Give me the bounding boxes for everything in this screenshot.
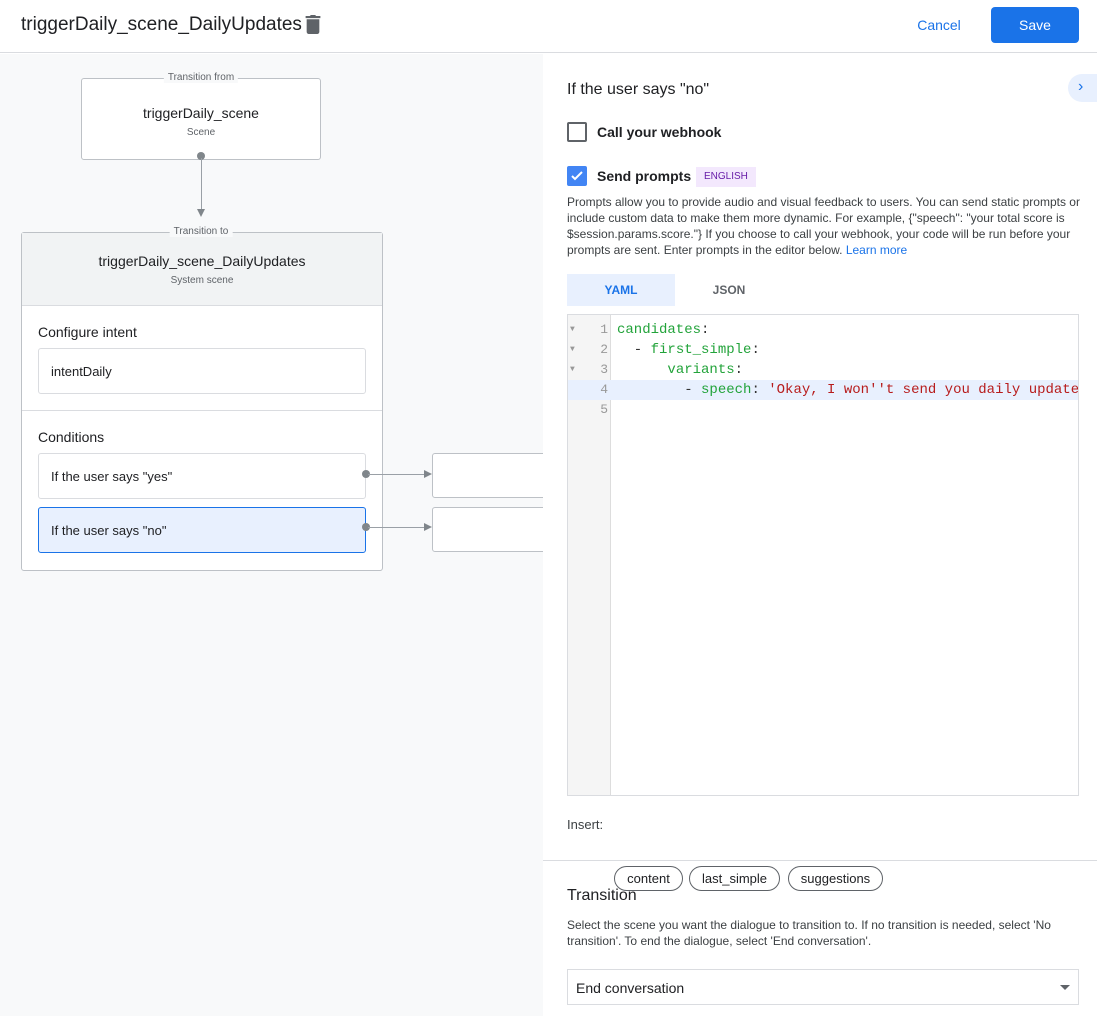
check-icon [571,171,583,181]
tab-yaml[interactable]: YAML [567,274,675,306]
arrow-right-icon [424,523,432,531]
arrow-down-icon [197,209,205,217]
transition-select[interactable]: End conversation [567,969,1079,1005]
intent-card[interactable]: intentDaily [38,348,366,394]
header: triggerDaily_scene_DailyUpdates Cancel S… [0,0,1097,53]
code-line: 1▼candidates: [570,322,710,338]
intent-heading: Configure intent [38,324,137,340]
send-prompts-checkbox[interactable] [567,166,587,186]
from-scene-name: triggerDaily_scene [143,105,259,121]
flow-canvas: triggerDaily_scene Scene Transition from… [0,54,543,1016]
dropdown-arrow-icon [1060,985,1070,990]
fold-icon[interactable]: ▼ [570,345,575,354]
condition-yes[interactable]: If the user says "yes" [38,453,366,499]
yes-target-node[interactable] [432,453,543,498]
connector-dot [362,470,370,478]
from-scene-type: Scene [186,127,216,138]
panel-heading: If the user says "no" [567,81,710,98]
line-number: 4 [600,382,608,397]
code-line: 4 - speech: 'Okay, I won''t send you dai… [568,380,1078,400]
insert-chip-suggestions[interactable]: suggestions [788,866,883,891]
code-line: 5 [568,400,1078,420]
cancel-button[interactable]: Cancel [905,8,973,42]
prompts-description: Prompts allow you to provide audio and v… [567,195,1080,257]
transition-heading: Transition [567,887,637,904]
chevron-right-icon[interactable]: › [1068,74,1097,102]
insert-chip-content[interactable]: content [614,866,683,891]
scene-type: System scene [170,275,234,286]
conditions-heading: Conditions [38,429,105,445]
connector-dot [197,152,205,160]
webhook-label: Call your webhook [597,124,722,140]
insert-chip-last-simple[interactable]: last_simple [689,866,780,891]
connector-line [201,158,202,210]
transition-from-label: Transition from [163,72,239,83]
no-target-node[interactable] [432,507,543,552]
insert-label: Insert: [567,817,604,832]
webhook-checkbox[interactable] [567,122,587,142]
trash-icon[interactable] [305,15,321,34]
line-number: 1 [600,322,608,337]
transition-to-label: Transition to [169,226,233,237]
transition-description: Select the scene you want the dialogue t… [567,918,1051,948]
send-prompts-label: Send prompts [597,168,692,184]
scene-name: triggerDaily_scene_DailyUpdates [98,253,306,269]
line-number: 5 [600,402,608,417]
condition-no[interactable]: If the user says "no" [38,507,366,553]
code-line: 2▼ - first_simple: [570,342,760,358]
transition-from-node[interactable]: triggerDaily_scene Scene [81,78,321,160]
connector-dot [362,523,370,531]
tab-json[interactable]: JSON [712,283,746,297]
fold-icon[interactable]: ▼ [570,325,575,334]
page-title: triggerDaily_scene_DailyUpdates [21,14,302,35]
code-editor[interactable]: 1▼candidates:2▼ - first_simple:3▼ varian… [567,314,1079,796]
arrow-right-icon [424,470,432,478]
scene-node: triggerDaily_scene_DailyUpdates System s… [21,232,383,571]
condition-panel: › If the user says "no" Call your webhoo… [543,54,1097,1016]
line-number: 3 [600,362,608,377]
language-badge: ENGLISH [696,167,756,187]
code-line: 3▼ variants: [570,362,744,378]
learn-more-link[interactable]: Learn more [845,243,908,257]
save-button[interactable]: Save [991,7,1079,43]
fold-icon[interactable]: ▼ [570,365,575,374]
line-number: 2 [600,342,608,357]
